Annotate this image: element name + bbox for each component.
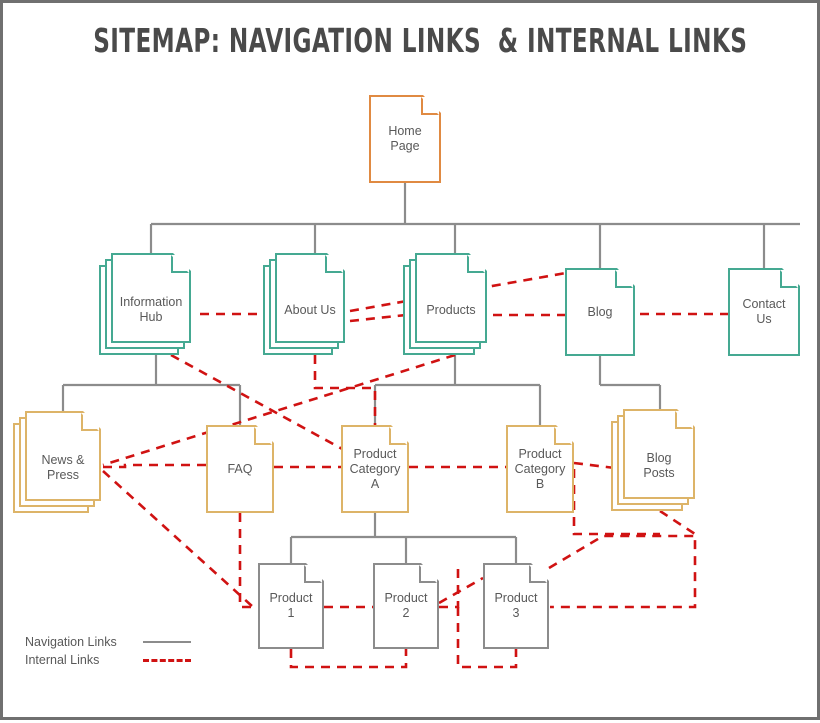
node-hit-catA[interactable] — [341, 425, 409, 513]
page-fold-icon — [675, 411, 693, 429]
node-hit-infohub[interactable] — [111, 265, 191, 355]
page-fold-icon — [81, 413, 99, 431]
page-fold-icon — [171, 255, 189, 273]
node-hit-news[interactable] — [25, 423, 101, 513]
int-prod1-prod2-bottom — [289, 649, 408, 669]
legend-item-internal-links: Internal Links — [25, 651, 191, 669]
page-fold-icon — [304, 565, 322, 583]
node-hit-prod1[interactable] — [258, 563, 324, 649]
node-hit-products[interactable] — [415, 265, 487, 355]
node-hit-prod2[interactable] — [373, 563, 439, 649]
page-title: Sitemap: Navigation Links & Internal Lin… — [93, 21, 748, 60]
legend-item-navigation-links: Navigation Links — [25, 633, 191, 651]
document-front — [728, 268, 800, 356]
page-fold-icon — [325, 255, 343, 273]
page-fold-icon — [554, 427, 572, 445]
int-faq-prod1-elbow — [238, 513, 258, 609]
page-fold-icon — [529, 565, 547, 583]
node-hit-catB[interactable] — [506, 425, 574, 513]
int-prod3-blogposts — [548, 534, 695, 570]
document-front — [373, 563, 439, 649]
document-stack-layer — [275, 253, 345, 343]
int-news-faq — [103, 463, 206, 469]
int-about-news-elbow — [313, 355, 377, 425]
node-hit-about[interactable] — [275, 265, 345, 355]
page-fold-icon — [615, 270, 633, 288]
document-front — [565, 268, 635, 356]
int-blogposts-prod3 — [550, 509, 697, 609]
page-fold-icon — [419, 565, 437, 583]
document-stack-layer — [25, 411, 101, 501]
legend: Navigation Links Internal Links — [25, 633, 191, 669]
legend-swatch-internal-links — [143, 658, 191, 662]
legend-label-internal-links: Internal Links — [25, 653, 100, 667]
document-front — [369, 95, 441, 183]
node-hit-blog[interactable] — [565, 268, 635, 356]
page-fold-icon — [421, 97, 439, 115]
node-hit-home[interactable] — [369, 95, 441, 183]
int-prod2-prod3-up — [439, 563, 460, 609]
node-hit-blogposts[interactable] — [623, 421, 695, 511]
document-front — [258, 563, 324, 649]
node-hit-prod3[interactable] — [483, 563, 549, 649]
node-hit-contact[interactable] — [728, 268, 800, 356]
node-hit-faq[interactable] — [206, 425, 274, 513]
int-prod2-prod3-diag — [438, 576, 484, 605]
legend-label-navigation-links: Navigation Links — [25, 635, 117, 649]
page-fold-icon — [780, 270, 798, 288]
legend-swatch-navigation-links — [143, 641, 191, 643]
